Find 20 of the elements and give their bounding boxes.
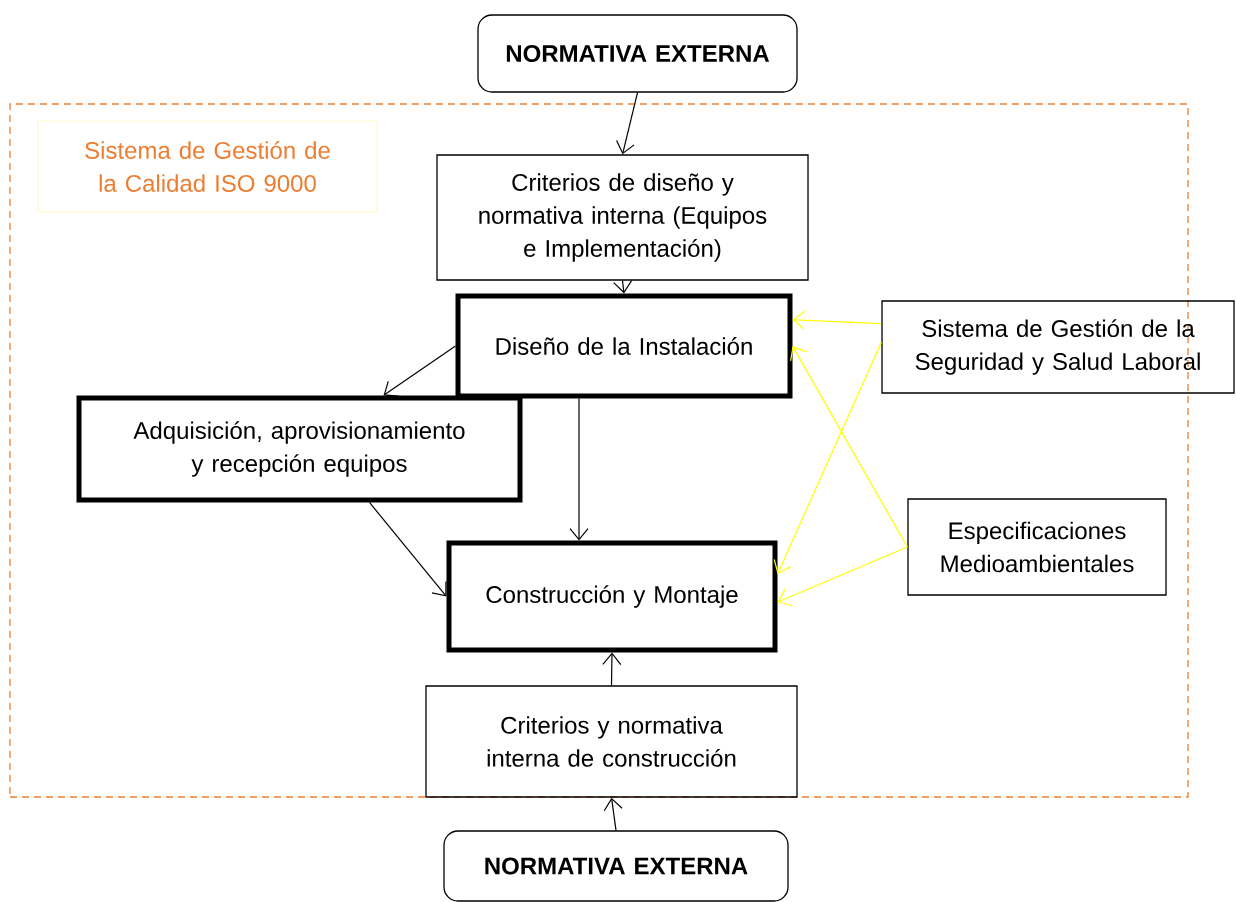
process-box: Sistema de Gestión de la Seguridad y Salud Laboral xyxy=(881,300,1235,394)
process-box: Diseño de la Instalación xyxy=(455,293,793,399)
title-box: Sistema de Gestión de la Calidad ISO 9000 xyxy=(37,120,378,213)
process-box: NORMATIVA EXTERNA xyxy=(443,830,789,902)
process-box: Especificaciones Medioambientales xyxy=(907,498,1167,596)
process-box: NORMATIVA EXTERNA xyxy=(477,14,798,93)
process-box: Construcción y Montaje xyxy=(446,540,778,653)
arrow xyxy=(792,310,882,330)
arrow xyxy=(603,797,623,831)
process-box: Criterios de diseño y normativa interna (Equipos e Implementación) xyxy=(436,154,809,281)
arrow xyxy=(569,397,589,541)
arrow xyxy=(602,652,622,686)
arrow xyxy=(368,501,447,597)
process-box: Adquisición, aprovisionamiento y recepción equipos xyxy=(76,395,523,503)
arrow xyxy=(616,92,639,155)
arrow xyxy=(383,345,457,397)
process-box: Criterios y normativa interna de construcción xyxy=(425,685,798,798)
arrow xyxy=(777,546,908,607)
arrow xyxy=(790,346,908,548)
arrow xyxy=(773,341,882,575)
